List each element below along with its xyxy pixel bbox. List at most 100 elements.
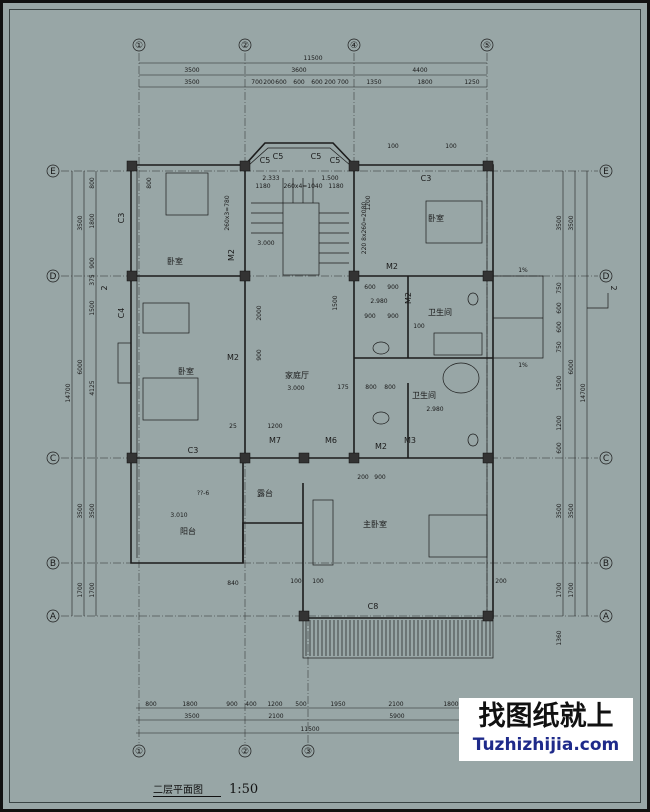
window-label: C3 [421, 174, 432, 183]
elevation: 3.000 [257, 240, 274, 247]
washbasin [372, 411, 390, 425]
window-label: C5 [330, 156, 341, 165]
dim-text: 11500 [303, 55, 322, 62]
stair-dim: 1180 [255, 183, 270, 190]
window-label: C8 [368, 602, 379, 611]
room-label: 阳台 [180, 526, 196, 536]
elevation: 2.333 [262, 175, 279, 182]
dim-text: 500 [295, 701, 307, 708]
dim-text: 600 [556, 442, 563, 454]
dim-text: 14700 [65, 383, 72, 402]
dim-text: 3500 [568, 503, 575, 518]
axis-label: ② [241, 41, 249, 51]
dim-text: 1800 [89, 213, 96, 228]
axis-label: ② [241, 747, 249, 757]
dim-text: 2100 [268, 713, 283, 720]
dim-text: 840 [227, 580, 239, 587]
dim-text: 600 [311, 79, 323, 86]
dim-text: 200 [324, 79, 336, 86]
elevation: 2.980 [370, 298, 387, 305]
detail-reference: ??-6 [197, 490, 210, 497]
window-label: C5 [311, 152, 322, 161]
bed [428, 514, 488, 558]
dim-text: 1700 [77, 582, 84, 597]
dim-text: 3500 [184, 713, 199, 720]
dim-text: 1800 [182, 701, 197, 708]
dim-text: 750 [556, 341, 563, 353]
dim-text: 100 [290, 578, 302, 585]
axis-label: E [50, 167, 56, 177]
toilet [467, 433, 479, 447]
axis-label: B [603, 559, 609, 569]
axis-label: ① [135, 747, 143, 757]
dim-text: 1200 [267, 423, 282, 430]
dim-text: 600 [275, 79, 287, 86]
door-label: M2 [375, 442, 387, 451]
drawing-name: 二层平面图 [153, 781, 221, 797]
walls [117, 142, 494, 619]
window-label: C3 [188, 446, 199, 455]
room-label: 露台 [257, 488, 273, 498]
room-label: 卧室 [167, 256, 183, 266]
axis-label: ① [135, 41, 143, 51]
furniture [142, 172, 488, 566]
dim-text: 700 [251, 79, 263, 86]
dim-text: 3500 [77, 215, 84, 230]
dim-text: 1500 [89, 300, 96, 315]
watermark-url: Tuzhizhijia.com [472, 735, 620, 755]
axis-label: ③ [304, 747, 312, 757]
floor-plan: ① ② ④ ⑤ ① ② ③ E D C B A E D C B A 11500 … [46, 38, 618, 758]
dim-text: 1200 [556, 415, 563, 430]
section-mark: 2 [100, 285, 109, 290]
window-label: C5 [260, 156, 271, 165]
washbasin [372, 341, 390, 355]
columns [126, 160, 494, 622]
room-label: 卫生间 [412, 390, 436, 400]
dim-text: 900 [226, 701, 238, 708]
watermark: 找图纸就上 Tuzhizhijia.com [459, 698, 633, 761]
axis-label: E [603, 167, 609, 177]
dim-text: 1250 [464, 79, 479, 86]
window-label: C4 [117, 308, 126, 319]
dim-text: 3500 [184, 79, 199, 86]
stair-dim: 1180 [328, 183, 343, 190]
bed [165, 172, 209, 216]
balcony-railing [302, 617, 494, 659]
dim-text: 6000 [77, 359, 84, 374]
dim-text: 2100 [388, 701, 403, 708]
dim-text: 400 [245, 701, 257, 708]
dim-text: 375 [89, 274, 96, 286]
door-label: M6 [325, 436, 337, 445]
dim-text: 5900 [389, 713, 404, 720]
window-label: C3 [117, 213, 126, 224]
dim-text: 3500 [184, 67, 199, 74]
dim-text: 900 [374, 474, 386, 481]
dim-text: 175 [337, 384, 349, 391]
dim-text: 1800 [443, 701, 458, 708]
dim-text: 800 [365, 384, 377, 391]
dim-text: 800 [384, 384, 396, 391]
dim-text: 100 [387, 143, 399, 150]
axis-label: B [50, 559, 56, 569]
interior-dimensions: 600 900 900 900 800 800 100 1500 2000 90… [146, 143, 507, 587]
dim-text: 800 [145, 701, 157, 708]
dim-text: 3500 [77, 503, 84, 518]
dim-text: 800 [89, 177, 96, 189]
door-label: M3 [404, 436, 416, 445]
dim-text: 1350 [366, 79, 381, 86]
dim-text: 100 [312, 578, 324, 585]
dim-text: 1200 [267, 701, 282, 708]
door-label: M2 [227, 249, 236, 261]
dim-text: 25 [229, 423, 237, 430]
dim-text: 1700 [556, 582, 563, 597]
axis-label: D [603, 272, 610, 282]
dim-text: 2000 [256, 305, 263, 320]
dim-text: 1950 [330, 701, 345, 708]
dim-text: 14700 [580, 383, 587, 402]
axis-bubbles: ① ② ④ ⑤ ① ② ③ E D C B A E D C B A [46, 38, 613, 758]
room-label: 卫生间 [428, 307, 452, 317]
desk [142, 302, 190, 334]
dim-text: 600 [556, 321, 563, 333]
bathtub [433, 332, 483, 356]
opening-labels: C5 C5 C5 C5 C3 C3 C4 C3 C8 M2 M2 M2 M2 M… [117, 152, 431, 611]
